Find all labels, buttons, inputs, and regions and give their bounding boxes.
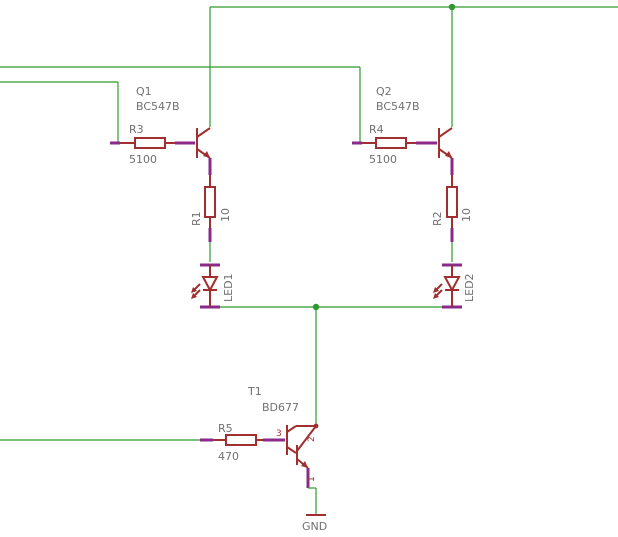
transistor-q1 — [196, 127, 212, 175]
q1-name: Q1 — [136, 85, 152, 98]
t1-value: BD677 — [262, 401, 299, 414]
q1-value: BC547B — [136, 100, 180, 113]
r5-value: 470 — [218, 450, 239, 463]
t1-pin-c: 2 — [307, 436, 317, 442]
led1 — [191, 263, 220, 309]
r1-value: 10 — [219, 208, 232, 222]
ground-symbol — [306, 487, 326, 516]
r2-value: 10 — [460, 208, 473, 222]
resistor-r3 — [110, 137, 195, 149]
t1-name: T1 — [247, 385, 262, 398]
q2-name: Q2 — [376, 85, 392, 98]
common-cathode-wire — [220, 303, 442, 426]
resistor-r1 — [204, 175, 216, 262]
t1-pin-e: 1 — [307, 476, 317, 482]
transistor-q2 — [438, 127, 454, 175]
input-wire-q2 — [0, 66, 361, 143]
common-junction — [312, 303, 320, 311]
q2-value: BC547B — [376, 100, 420, 113]
r3-name: R3 — [129, 123, 144, 136]
darlington-t1 — [286, 423, 319, 488]
led1-name: LED1 — [222, 273, 235, 302]
input-wire-q1 — [0, 81, 119, 143]
r4-value: 5100 — [369, 153, 397, 166]
r3-value: 5100 — [129, 153, 157, 166]
r4-name: R4 — [369, 123, 384, 136]
top-rail-wire — [209, 3, 618, 127]
t1-pin-b: 3 — [276, 429, 282, 439]
gnd-label: GND — [302, 520, 327, 533]
r5-name: R5 — [218, 422, 233, 435]
r1-name: R1 — [190, 211, 203, 226]
resistor-r2 — [446, 175, 458, 262]
top-rail-junction — [448, 3, 456, 11]
led2 — [433, 263, 462, 309]
led2-name: LED2 — [463, 273, 476, 302]
resistor-r4 — [352, 137, 437, 149]
resistor-r5 — [200, 434, 285, 446]
r2-name: R2 — [431, 211, 444, 226]
